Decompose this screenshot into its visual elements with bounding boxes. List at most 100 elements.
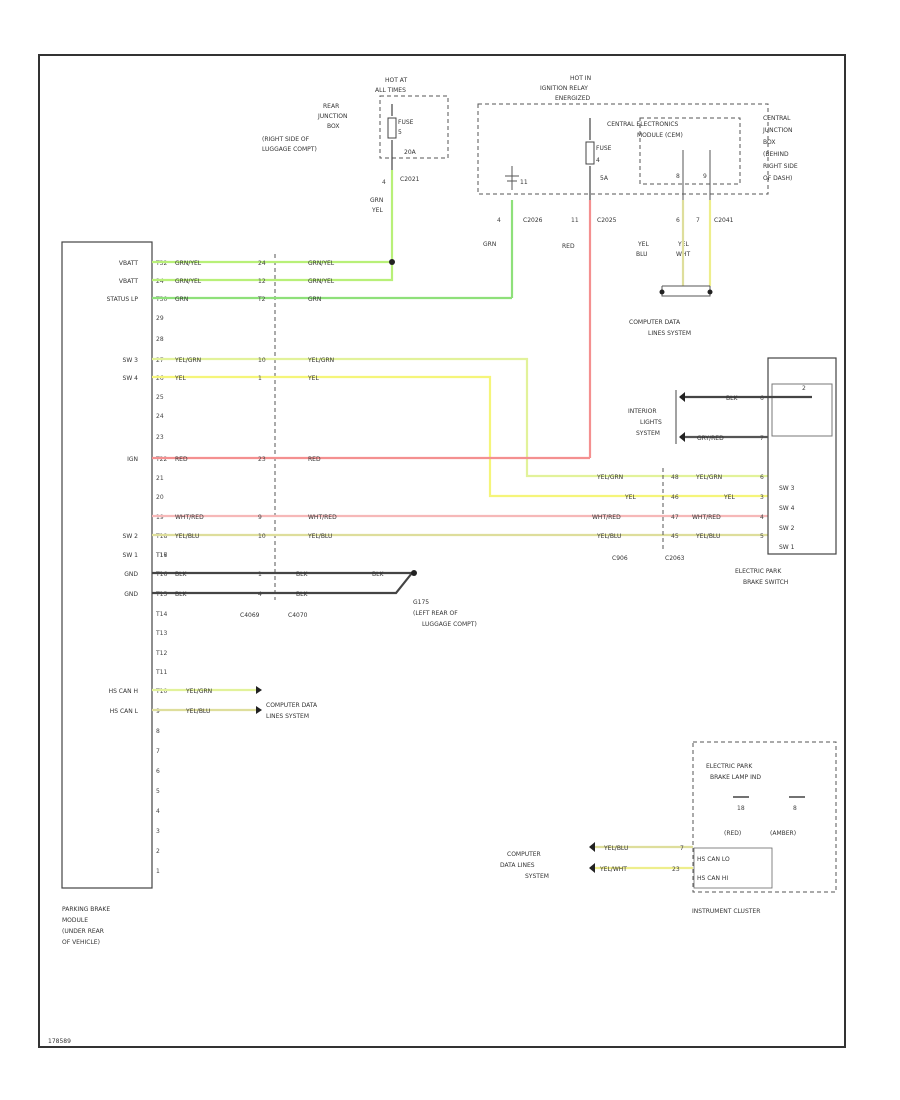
ic-connector-box (693, 847, 773, 889)
sw1-cpin: 10 (258, 533, 266, 540)
fuse-a-wire-color-1: GRN (370, 197, 383, 204)
hot-in-ignition-line2: IGNITION RELAY (540, 85, 588, 92)
cjb-label-1: CENTRAL (763, 115, 791, 122)
lamp-amber-pin: 8 (793, 805, 797, 812)
sw3-left-color: YEL/GRN (174, 357, 201, 364)
pbm-label-3: (UNDER REAR (62, 928, 104, 935)
fuse-a-label: FUSE (398, 119, 414, 126)
sw2-right-color: WHT/RED (308, 514, 337, 521)
can-h-color: YEL/GRN (185, 688, 212, 695)
module-pin-number: 28 (156, 336, 164, 343)
ic-can-lo-label: HS CAN LO (697, 856, 730, 863)
sw4-epb-right: YEL (723, 494, 735, 501)
cjb-label-6: OF DASH) (763, 175, 792, 182)
sw4-cpin: 1 (258, 375, 262, 382)
module-pin-label: GND (124, 571, 138, 578)
fuse-b-wire-color: RED (562, 243, 575, 250)
vbatt2-cpin: 12 (258, 278, 266, 285)
illum2-pin: 7 (760, 435, 764, 442)
fuse-b-rating: 5A (600, 175, 609, 182)
module-pin-number: 2 (156, 848, 160, 855)
fuse-a-icon (387, 117, 397, 139)
rjb-dashed-box (379, 95, 449, 159)
lamp-amber-color: (AMBER) (770, 830, 796, 837)
computer-data-bot-1: COMPUTER (507, 851, 541, 858)
ign-right-color: RED (308, 456, 321, 463)
cjb-wire1-color-1: YEL (637, 241, 649, 248)
sw3-right-color: YEL/GRN (307, 357, 334, 364)
gnd2-right-color: BLK (296, 591, 308, 598)
module-pin-number: 24 (156, 413, 164, 420)
rjb-label-3: BOX (327, 123, 339, 130)
cem-internal-pin: 11 (520, 179, 528, 186)
module-pin-label: STATUS LP (107, 296, 139, 303)
cem-label-1: CENTRAL ELECTRONICS (607, 121, 679, 128)
pbm-label-2: MODULE (62, 917, 88, 924)
c4069-label: C4069 (240, 612, 260, 619)
epb-sw1-pin-label: SW 1 (779, 544, 795, 551)
sw4-epb-sw-pin: 3 (760, 494, 764, 501)
module-pin-number: T14 (155, 611, 167, 618)
sw2-epb-pin: 47 (671, 514, 679, 521)
cjb-data-bus-bracket (661, 285, 711, 297)
c906-label: C906 (612, 555, 628, 562)
interior-lights-1: INTERIOR (628, 408, 657, 415)
module-pin-label: HS CAN L (110, 708, 139, 715)
vbatt1-left-color: GRN/YEL (175, 260, 202, 267)
module-pin-number: T16 (155, 571, 167, 578)
epb-illum-pin: 2 (802, 385, 806, 392)
ground-label-3: LUGGAGE COMPT) (422, 621, 477, 628)
instrument-cluster-label: INSTRUMENT CLUSTER (692, 908, 760, 915)
cjb-wire1-color-2: BLU (636, 251, 648, 258)
wire-vbatt-2 (152, 262, 394, 282)
module-pin-number: T32 (155, 260, 167, 267)
module-pin-number: T11 (155, 669, 167, 676)
c2041-label: C2041 (714, 217, 734, 224)
ground-label-2: (LEFT REAR OF (413, 610, 458, 617)
interior-lights-2: LIGHTS (640, 419, 662, 426)
cem-dashed-box (639, 117, 741, 185)
c2021-label: C2021 (400, 176, 420, 183)
cjb-dashed-box (477, 103, 769, 195)
module-pin-number: 20 (156, 494, 164, 501)
c2041-pin-a: 6 (676, 217, 680, 224)
module-pin-number: T15 (155, 591, 167, 598)
cjb-pin-b: 9 (703, 173, 707, 180)
fuse-a-number: 5 (398, 129, 402, 136)
cem-label-2: MODULE (CEM) (637, 132, 683, 139)
sw4-epb-pin: 46 (671, 494, 679, 501)
wire-labels: GRN/YEL 24 GRN/YEL GRN/YEL 12 GRN/YEL GR… (174, 260, 384, 715)
c2025-label: C2025 (597, 217, 617, 224)
module-pin-number: 29 (156, 315, 164, 322)
module-pin-label: SW 1 (123, 552, 139, 559)
epb-switch-box (767, 357, 837, 555)
ic-can-h-color: YEL/WHT (599, 866, 627, 873)
instrument-cluster-box (692, 741, 837, 893)
module-pin-label: IGN (127, 456, 138, 463)
computer-data-mid-1: COMPUTER DATA (266, 702, 318, 709)
instrument-cluster: ELECTRIC PARK BRAKE LAMP IND 18 8 (RED) … (692, 741, 837, 915)
computer-data-mid-2: LINES SYSTEM (266, 713, 309, 720)
module-pin-label: SW 2 (123, 533, 139, 540)
computer-data-top-2: LINES SYSTEM (648, 330, 691, 337)
fuse-b-label: FUSE (596, 145, 612, 152)
diagram-frame (38, 54, 846, 1048)
wire-sw3 (152, 357, 768, 478)
ic-can-l-color: YEL/BLU (603, 845, 628, 852)
sw3-epb-left: YEL/GRN (596, 474, 623, 481)
illum1-pin: 6 (760, 395, 764, 402)
module-pin-number: 8 (156, 728, 160, 735)
sw3-epb-right: YEL/GRN (695, 474, 722, 481)
rear-junction-box: HOT AT ALL TIMES REAR JUNCTION BOX (RIGH… (262, 77, 449, 214)
status-left-color: GRN (175, 296, 188, 303)
sw2-left-color: WHT/RED (175, 514, 204, 521)
sw1-epb-right: YEL/BLU (695, 533, 720, 540)
sw4-right-color: YEL (307, 375, 319, 382)
parking-brake-module-box (61, 241, 153, 889)
hot-in-ignition-line1: HOT IN (570, 75, 591, 82)
vbatt2-right-color: GRN/YEL (308, 278, 335, 285)
cjb-label-5: RIGHT SIDE (763, 163, 798, 170)
module-pin-number: 9 (156, 708, 160, 715)
ic-can-hi-label: HS CAN HI (697, 875, 728, 882)
